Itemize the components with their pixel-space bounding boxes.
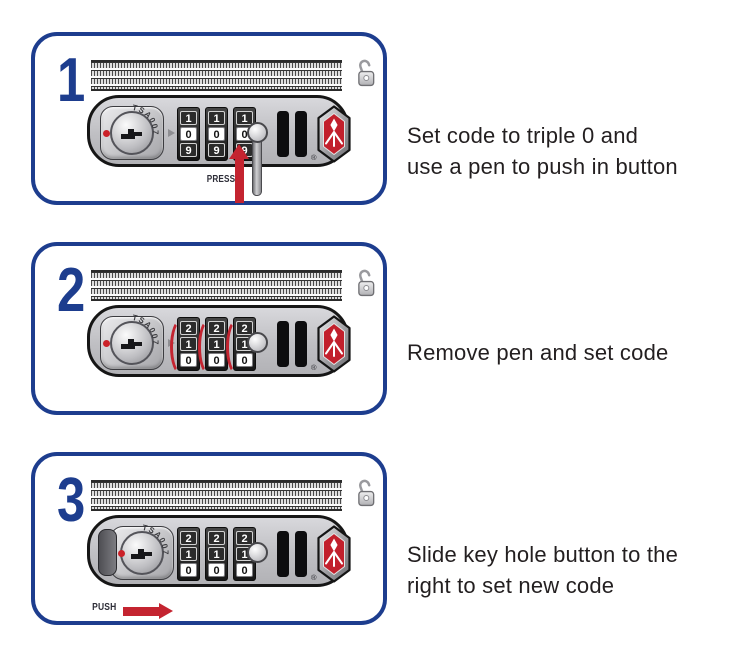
dial-digit-selected: 0 <box>208 563 225 577</box>
open-padlock-icon <box>358 479 375 507</box>
dial-digit-selected: 0 <box>208 353 225 367</box>
dial-digit-selected: 0 <box>208 127 225 141</box>
key-slot-icon <box>121 339 142 349</box>
instruction-line: Remove pen and set code <box>407 340 669 365</box>
step-panel-3: 3 TSA007 2 <box>31 452 387 625</box>
red-indicator-dot <box>103 340 110 347</box>
dial-digit: 1 <box>180 547 197 561</box>
registered-mark: ® <box>311 153 317 162</box>
press-label: PRESS <box>206 174 236 185</box>
keyhole-circle <box>110 321 154 365</box>
dial-digit: 1 <box>236 111 253 125</box>
code-dial: 2 1 0 <box>233 527 256 581</box>
keyhole-circle <box>110 111 154 155</box>
step-number: 3 <box>57 466 86 535</box>
zipper-strip <box>91 270 342 301</box>
code-dial: 1 0 9 <box>205 107 228 161</box>
dial-digit: 2 <box>208 531 225 545</box>
dial-digit: 2 <box>180 321 197 335</box>
code-dial-rotating: 2 1 0 <box>198 317 228 375</box>
step-panel-2: 2 TSA007 2 <box>31 242 387 415</box>
key-slot-icon <box>131 549 152 559</box>
pen <box>252 138 262 196</box>
reset-button <box>247 122 268 143</box>
latch-bar <box>295 111 307 157</box>
latch-bar <box>277 531 289 577</box>
dial-digit: 1 <box>180 111 197 125</box>
code-dial: 1 0 9 <box>177 107 200 161</box>
latch-bar <box>277 321 289 367</box>
lock-body: TSA007 1 0 9 1 0 9 1 0 9 <box>87 95 351 203</box>
keyhole-socket: TSA007 <box>100 313 164 370</box>
keyhole-socket-slid-right: TSA007 <box>98 523 174 580</box>
dial-digit: 2 <box>236 531 253 545</box>
dial-digit-selected: 0 <box>236 563 253 577</box>
dial-digit: 9 <box>208 143 225 157</box>
dial-digit: 1 <box>208 337 225 351</box>
dial-digit: 1 <box>208 547 225 561</box>
step-number: 2 <box>57 256 86 325</box>
travel-sentry-torch-icon <box>317 105 351 163</box>
right-arrow-icon <box>123 603 173 619</box>
zipper-strip <box>91 60 342 91</box>
travel-sentry-torch-icon <box>317 315 351 373</box>
instruction-text-3: Slide key hole button to the right to se… <box>407 540 737 601</box>
red-indicator-dot <box>103 130 110 137</box>
code-dials: 2 1 0 2 1 0 2 1 0 <box>177 527 256 581</box>
latch-bar <box>277 111 289 157</box>
code-dial-rotating: 2 1 0 <box>170 317 200 375</box>
dial-digit-selected: 0 <box>180 563 197 577</box>
dial-digit: 1 <box>208 111 225 125</box>
push-label: PUSH <box>92 602 117 613</box>
step-panel-1: 1 TSA007 1 <box>31 32 387 205</box>
step-number: 1 <box>57 46 86 115</box>
key-slot-icon <box>121 129 142 139</box>
open-padlock-icon <box>358 269 375 297</box>
instruction-line: Set code to triple 0 and <box>407 123 639 148</box>
dial-digit: 2 <box>180 531 197 545</box>
dial-digit: 2 <box>236 321 253 335</box>
keyhole-circle <box>120 531 164 575</box>
code-dial: 2 1 0 <box>177 527 200 581</box>
reset-button <box>247 542 268 563</box>
latch-bar <box>295 321 307 367</box>
instruction-text-1: Set code to triple 0 and use a pen to pu… <box>407 121 737 182</box>
lock-body: TSA007 2 1 0 2 1 0 2 1 0 <box>87 515 351 587</box>
tsa-brand-arc: TSA007 <box>142 523 169 556</box>
registered-mark: ® <box>311 573 317 582</box>
tsa-brand-arc: TSA007 <box>132 313 159 346</box>
dial-digit: 9 <box>180 143 197 157</box>
tsa-brand-arc: TSA007 <box>132 103 159 136</box>
latch-bar <box>295 531 307 577</box>
socket-arrow-icon <box>168 129 175 137</box>
keyhole-socket: TSA007 <box>100 103 164 160</box>
zipper-strip <box>91 480 342 511</box>
dial-digit: 1 <box>180 337 197 351</box>
reset-button <box>247 332 268 353</box>
instruction-text-2: Remove pen and set code <box>407 338 737 369</box>
dial-digit-selected: 0 <box>180 127 197 141</box>
dial-digit: 2 <box>208 321 225 335</box>
instruction-line: Slide key hole button to the <box>407 542 679 567</box>
instruction-line: right to set new code <box>407 572 615 598</box>
svg-text:TSA007: TSA007 <box>132 313 161 346</box>
dial-digit-selected: 0 <box>236 353 253 367</box>
registered-mark: ® <box>311 363 317 372</box>
red-indicator-dot <box>118 550 125 557</box>
open-padlock-icon <box>358 59 375 87</box>
svg-text:TSA007: TSA007 <box>132 103 161 136</box>
code-dials: 2 1 0 2 1 0 2 1 0 <box>170 317 256 375</box>
travel-sentry-torch-icon <box>317 525 351 583</box>
up-arrow-icon <box>229 144 249 203</box>
instruction-line: use a pen to push in button <box>407 153 678 179</box>
dial-digit-selected: 0 <box>180 353 197 367</box>
lock-body: TSA007 2 1 0 2 1 0 2 1 0 <box>87 305 351 377</box>
code-dial: 2 1 0 <box>205 527 228 581</box>
svg-text:TSA007: TSA007 <box>142 523 171 556</box>
